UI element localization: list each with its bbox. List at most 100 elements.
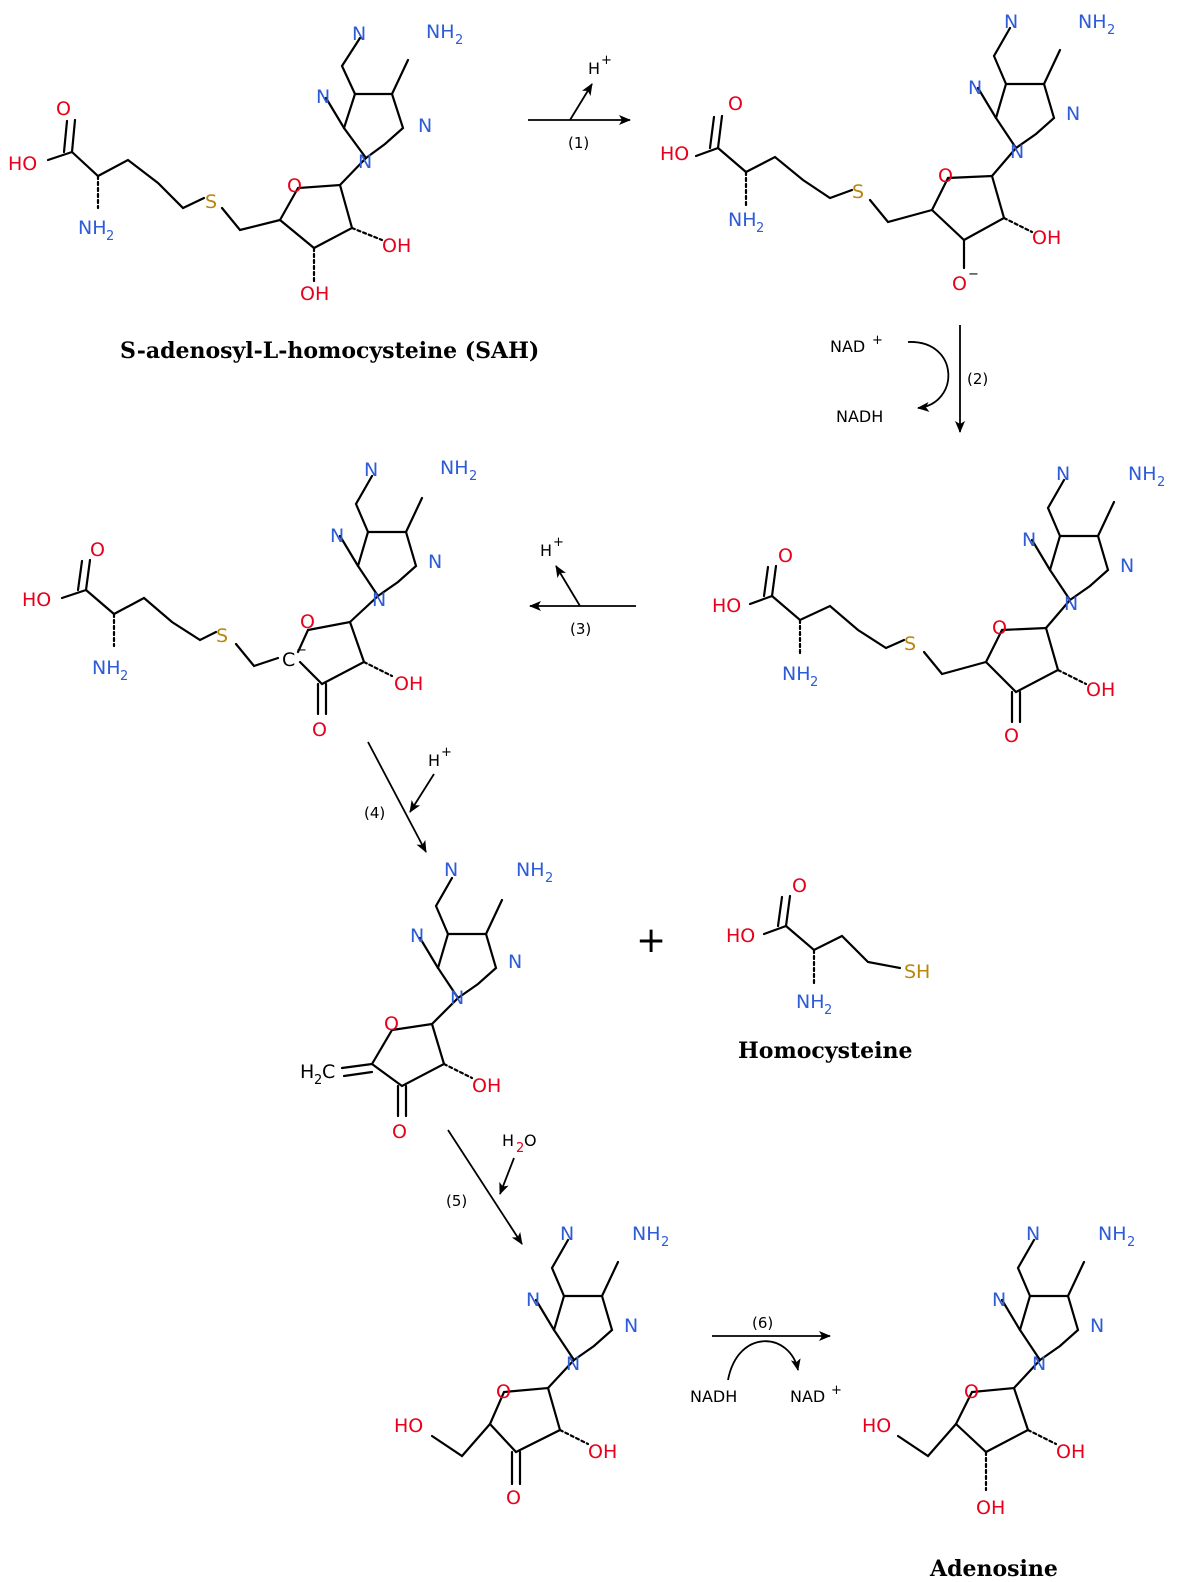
step3-label: (3) — [570, 620, 591, 638]
keto-adenosine-molecule — [430, 1238, 620, 1486]
atom-n9: N — [1032, 1353, 1046, 1375]
step4-label: (4) — [364, 804, 385, 822]
atom-sub: 2 — [106, 229, 114, 244]
nad-plus: NAD — [790, 1387, 825, 1406]
atom-h2c-h: H — [300, 1061, 314, 1083]
atom-o-ring: O — [992, 617, 1007, 639]
keto-labels: O HO NH 2 S O OH O N N N N NH 2 — [712, 463, 1165, 747]
atom-n3: N — [330, 525, 344, 547]
atom-n1: N — [560, 1223, 574, 1245]
nadh: NADH — [836, 407, 883, 426]
atom-n7: N — [1120, 555, 1134, 577]
atom-ho: HO — [660, 143, 689, 165]
atom-ho: HO — [862, 1415, 891, 1437]
step5-arrow: H 2 O (5) — [446, 1129, 537, 1245]
sah-title: S-adenosyl-L-homocysteine (SAH) — [120, 338, 539, 364]
water-o: O — [524, 1131, 537, 1150]
h-plus: H — [588, 59, 600, 78]
h-plus: H — [540, 541, 552, 560]
atom-oh: OH — [588, 1441, 617, 1463]
atom-oh: OH — [394, 673, 423, 695]
atom-n3: N — [968, 77, 982, 99]
atom-o-keto: O — [506, 1487, 521, 1509]
atom-sub: 2 — [824, 1003, 832, 1018]
atom-n9: N — [1010, 141, 1024, 163]
atom-h2c-c: C — [322, 1061, 335, 1083]
nad-plus: NAD — [830, 337, 865, 356]
atom-ho: HO — [726, 925, 755, 947]
didehydro-molecule — [340, 876, 504, 1118]
atom-oh: OH — [472, 1075, 501, 1097]
alkoxide-labels: O HO NH 2 S O OH O − N N N N NH 2 — [660, 11, 1115, 295]
atom-n1: N — [352, 23, 366, 45]
atom-ho: HO — [22, 589, 51, 611]
step1-arrow: H + (1) — [528, 53, 631, 152]
atom-nh: NH — [516, 859, 545, 881]
h-plus: H — [428, 751, 440, 770]
atom-o-ring: O — [496, 1381, 511, 1403]
atom-n3: N — [526, 1289, 540, 1311]
atom-sub: 2 — [756, 221, 764, 236]
atom-n7: N — [428, 551, 442, 573]
atom-n7: N — [508, 951, 522, 973]
sah-labels: O HO NH 2 S O OH OH N N N N NH 2 — [8, 21, 463, 305]
adenosine-molecule — [896, 1238, 1086, 1492]
atom-o-keto: O — [1004, 725, 1019, 747]
atom-oh: OH — [1056, 1441, 1085, 1463]
keto-adenosine-labels: HO O OH O N N N N NH 2 — [394, 1223, 669, 1509]
atom-n9: N — [372, 589, 386, 611]
atom-nh: NH — [440, 457, 469, 479]
atom-sub: 2 — [1107, 23, 1115, 38]
atom-oh: OH — [976, 1497, 1005, 1519]
atom-n3: N — [992, 1289, 1006, 1311]
atom-sub: 2 — [1157, 475, 1165, 490]
atom-n7: N — [1090, 1315, 1104, 1337]
step3-arrow: H + (3) — [529, 535, 636, 638]
atom-o-minus: O — [952, 273, 967, 295]
atom-ho: HO — [712, 595, 741, 617]
plus-sign: + — [636, 920, 666, 961]
atom-n1: N — [364, 459, 378, 481]
atom-sub: 2 — [545, 871, 553, 886]
charge-minus: − — [296, 643, 307, 658]
atom-nh: NH — [728, 209, 757, 231]
atom-ho: HO — [8, 153, 37, 175]
atom-o-ring: O — [384, 1013, 399, 1035]
atom-n9: N — [566, 1353, 580, 1375]
alkoxide-molecule — [694, 26, 1062, 270]
atom-sh: SH — [904, 961, 930, 983]
atom-o-ring: O — [300, 611, 315, 633]
step6-label: (6) — [752, 1314, 773, 1332]
atom-oh: OH — [1086, 679, 1115, 701]
atom-o-ring: O — [964, 1381, 979, 1403]
homocysteine-labels: O HO NH 2 SH — [726, 875, 930, 1018]
atom-n7: N — [624, 1315, 638, 1337]
charge-plus: + — [831, 1383, 842, 1398]
atom-nh: NH — [632, 1223, 661, 1245]
adenosine-title: Adenosine — [929, 1556, 1058, 1582]
keto-molecule — [748, 478, 1116, 724]
atom-sub: 2 — [314, 1073, 322, 1088]
nadh: NADH — [690, 1387, 737, 1406]
atom-o: O — [778, 545, 793, 567]
atom-nh: NH — [1078, 11, 1107, 33]
atom-sub: 2 — [1127, 1235, 1135, 1250]
carbanion-labels: O HO NH 2 S O C − OH O N N N N NH 2 — [22, 457, 477, 741]
water-2: 2 — [516, 1141, 524, 1156]
atom-n1: N — [444, 859, 458, 881]
atom-o: O — [728, 93, 743, 115]
atom-sub: 2 — [120, 669, 128, 684]
step5-label: (5) — [446, 1192, 467, 1210]
atom-n7: N — [1066, 103, 1080, 125]
sah-molecule — [46, 36, 410, 284]
atom-o-keto: O — [312, 719, 327, 741]
atom-oh: OH — [382, 235, 411, 257]
atom-oh: OH — [1032, 227, 1061, 249]
atom-o-ring: O — [287, 175, 302, 197]
water-h: H — [502, 1131, 514, 1150]
step2-label: (2) — [967, 370, 988, 388]
atom-o: O — [56, 98, 71, 120]
atom-o-keto: O — [392, 1121, 407, 1143]
atom-nh: NH — [782, 663, 811, 685]
atom-sub: 2 — [469, 469, 477, 484]
